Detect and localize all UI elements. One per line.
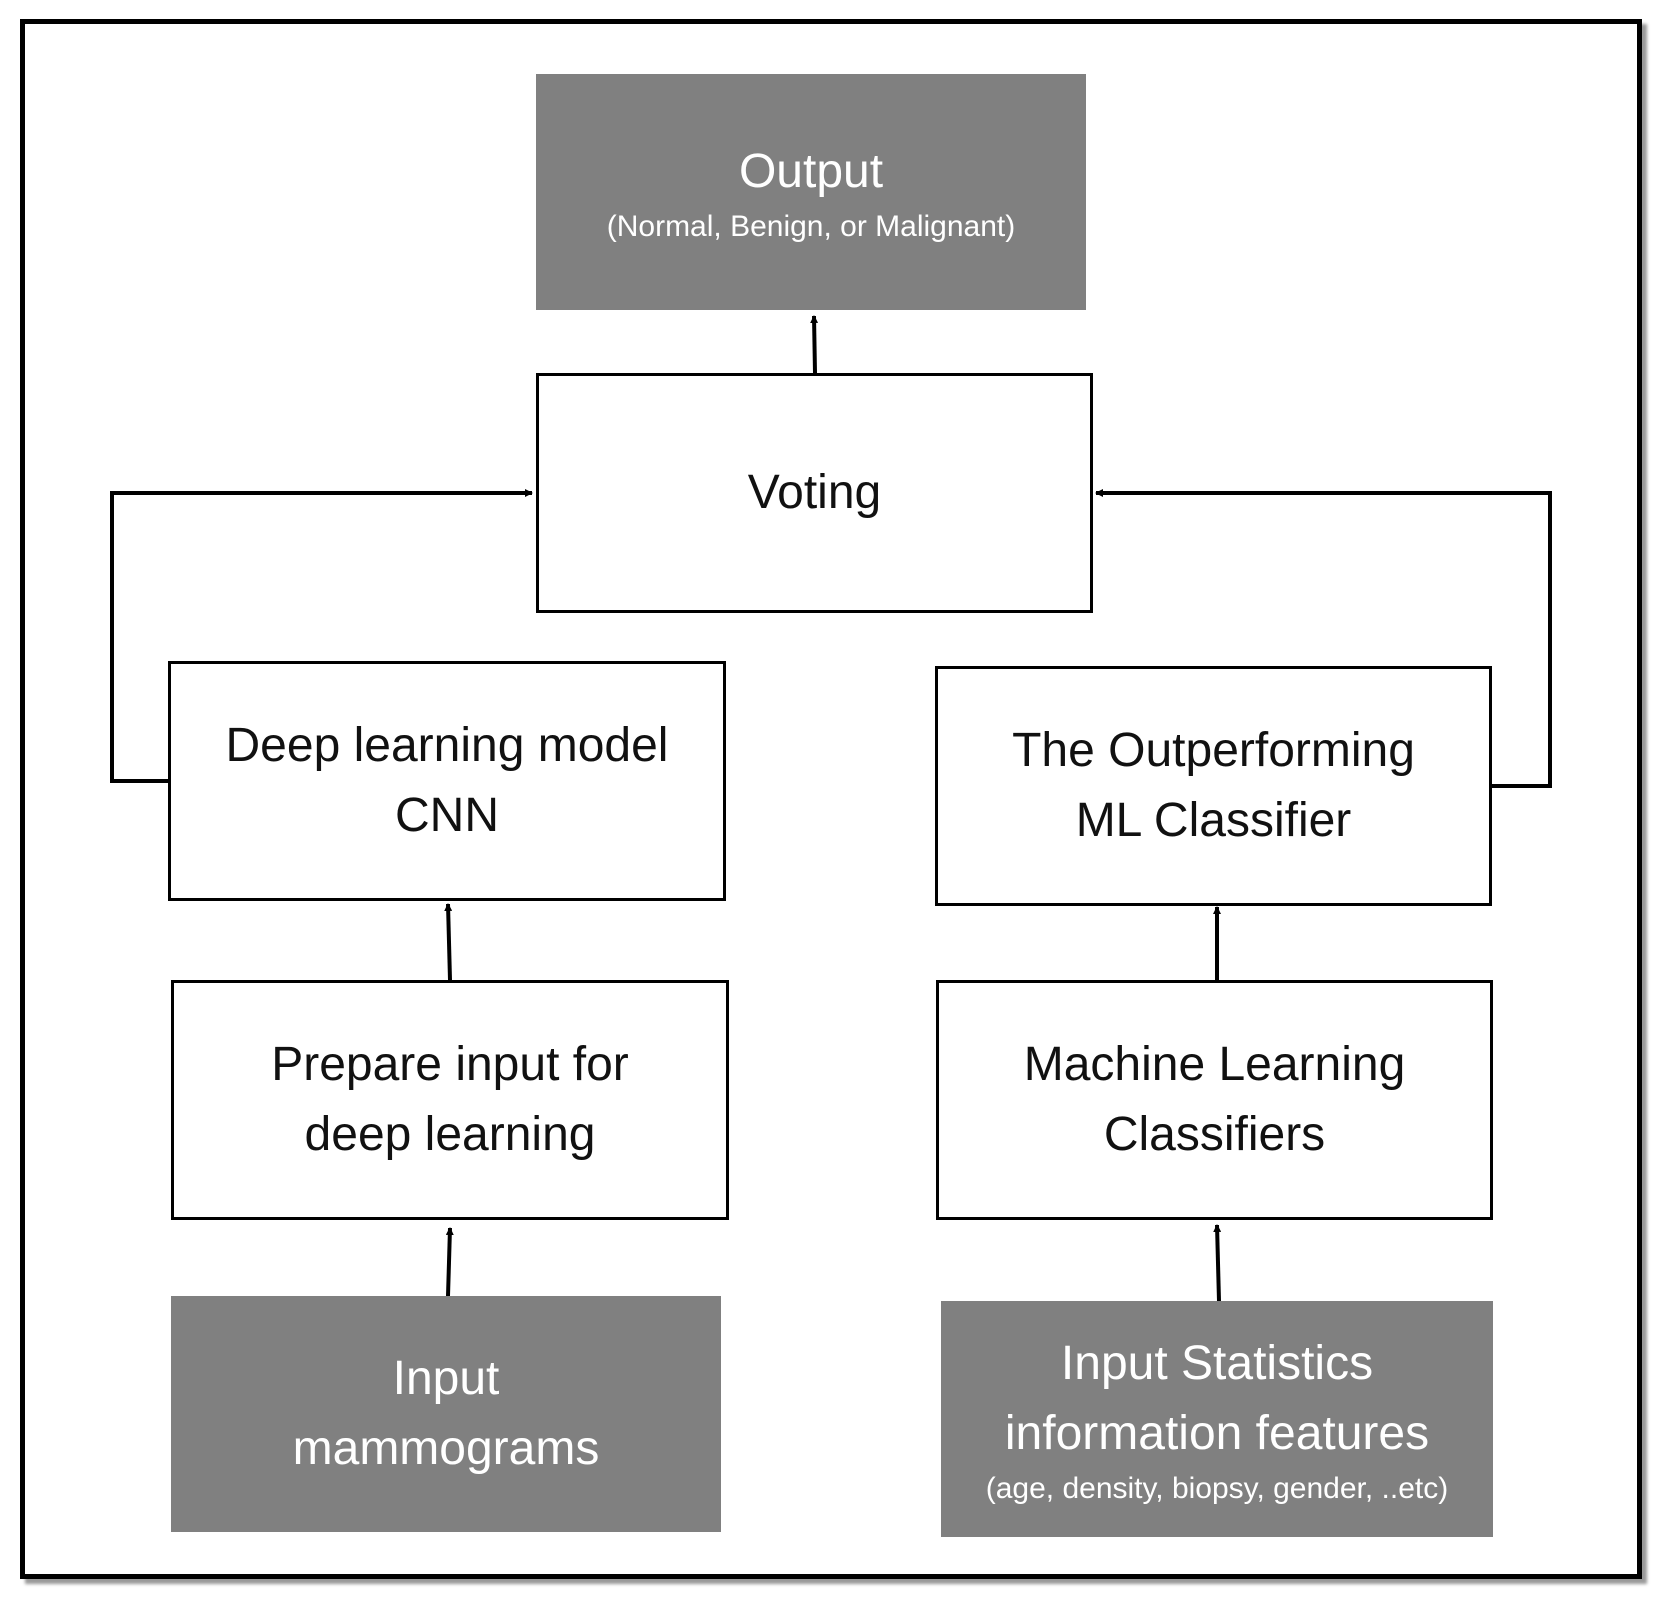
outperforming-ml-classifier-box: The Outperforming ML Classifier xyxy=(935,666,1492,906)
prepare-input-box: Prepare input for deep learning xyxy=(171,980,729,1220)
deep-learning-model-line1: Deep learning model xyxy=(225,719,669,772)
voting-title: Voting xyxy=(747,466,882,519)
input-statistics-box: Input Statistics information features (a… xyxy=(941,1301,1493,1537)
output-title: Output xyxy=(738,145,884,198)
machine-learning-classifiers-box: Machine Learning Classifiers xyxy=(936,980,1493,1220)
arrow-cnn-to-voting xyxy=(110,489,533,783)
input-mammograms-box: Input mammograms xyxy=(171,1296,721,1532)
arrow-statistics-to-ml xyxy=(1213,1224,1222,1302)
voting-box: Voting xyxy=(536,373,1093,613)
arrow-prepare-to-cnn xyxy=(444,903,453,981)
prepare-input-line1: Prepare input for xyxy=(271,1038,629,1091)
arrow-voting-to-output xyxy=(810,315,819,374)
machine-learning-line2: Classifiers xyxy=(1103,1108,1326,1161)
ml-classifier-line1: The Outperforming xyxy=(1012,724,1415,777)
deep-learning-model-line2: CNN xyxy=(395,789,499,842)
input-statistics-line3: (age, density, biopsy, gender, ..etc) xyxy=(985,1472,1449,1505)
machine-learning-line1: Machine Learning xyxy=(1023,1038,1406,1091)
prepare-input-line2: deep learning xyxy=(304,1108,596,1161)
arrow-mammograms-to-prepare xyxy=(445,1227,454,1297)
arrow-outperforming-to-voting xyxy=(1095,489,1552,788)
ml-classifier-line2: ML Classifier xyxy=(1075,794,1352,847)
output-subtitle: (Normal, Benign, or Malignant) xyxy=(606,210,1016,243)
input-statistics-line1: Input Statistics xyxy=(1060,1337,1374,1390)
input-mammograms-line1: Input xyxy=(392,1352,500,1405)
deep-learning-model-box: Deep learning model CNN xyxy=(168,661,726,901)
output-box: Output (Normal, Benign, or Malignant) xyxy=(536,74,1086,310)
input-statistics-line2: information features xyxy=(1004,1407,1430,1460)
input-mammograms-line2: mammograms xyxy=(292,1422,600,1475)
diagram-frame xyxy=(20,19,1642,1579)
